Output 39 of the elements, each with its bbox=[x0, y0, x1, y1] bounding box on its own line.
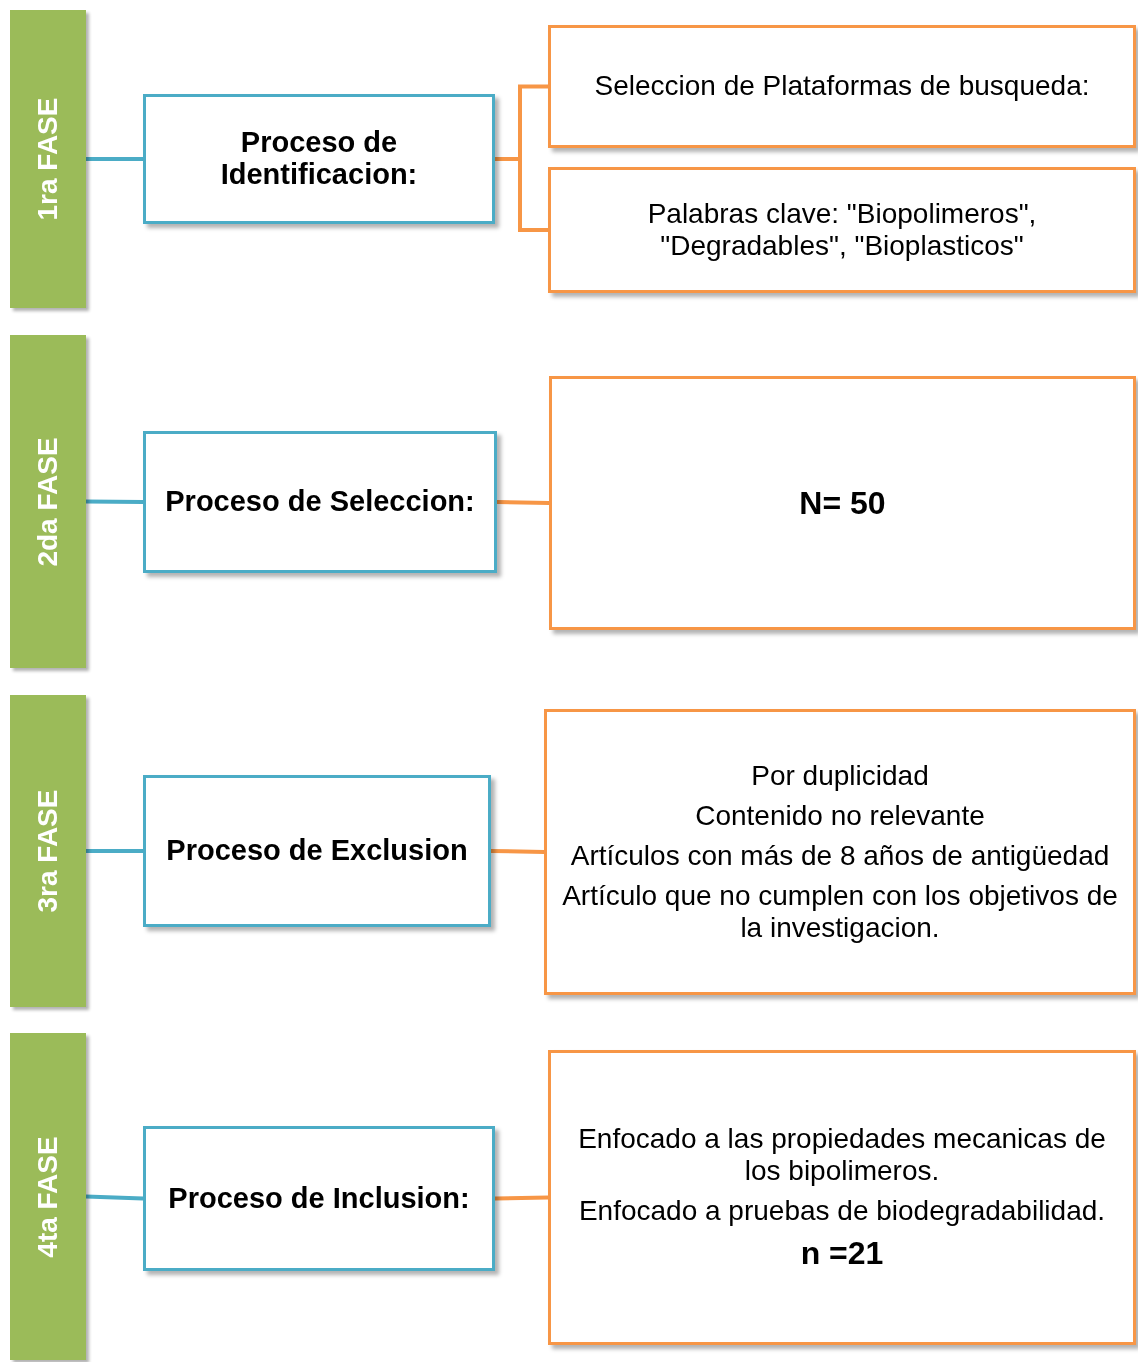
phase-label: 3ra FASE bbox=[32, 789, 64, 913]
phase-band bbox=[10, 1033, 86, 1360]
process-title: Proceso de Seleccion: bbox=[165, 486, 475, 518]
phase-label: 4ta FASE bbox=[32, 1135, 64, 1258]
result-text: Por duplicidad bbox=[751, 759, 929, 792]
phase-label: 1ra FASE bbox=[32, 97, 64, 221]
process-title: Proceso de Exclusion bbox=[166, 835, 468, 867]
connector-line bbox=[85, 499, 143, 504]
process-box bbox=[143, 94, 495, 224]
result-box bbox=[548, 167, 1136, 293]
phase-band bbox=[10, 335, 86, 668]
process-box bbox=[143, 775, 491, 927]
connector-line bbox=[494, 1195, 549, 1201]
process-title: Proceso de Inclusion: bbox=[168, 1182, 470, 1215]
result-text: Enfocado a pruebas de biodegradabilidad. bbox=[578, 1195, 1106, 1228]
connector-line bbox=[86, 849, 143, 853]
result-box bbox=[544, 709, 1136, 995]
result-text: N= 50 bbox=[799, 484, 886, 522]
result-text: Artículos con más de 8 años de antigüedad bbox=[570, 839, 1110, 873]
result-text: Palabras clave: "Biopolimeros", "Degradables", "Bioplasticos" bbox=[646, 197, 1038, 263]
process-title: Proceso de Identificacion: bbox=[219, 127, 419, 191]
connector-line bbox=[490, 849, 545, 854]
phase-band bbox=[10, 10, 86, 308]
process-box bbox=[143, 1126, 495, 1271]
result-box bbox=[549, 376, 1136, 630]
result-text: Seleccion de Plataformas de busqueda: bbox=[594, 70, 1090, 103]
connector-line bbox=[495, 157, 548, 232]
result-text: n =21 bbox=[800, 1235, 884, 1273]
result-text: Contenido no relevante bbox=[695, 799, 985, 832]
connector-line bbox=[85, 1194, 144, 1201]
phase-label: 2da FASE bbox=[32, 436, 64, 567]
result-box bbox=[548, 1050, 1136, 1345]
result-text: Artículo que no cumplen con los objetivos de la investigacion. bbox=[561, 880, 1119, 945]
phase-band bbox=[10, 695, 86, 1007]
result-box bbox=[548, 25, 1136, 148]
result-text: Enfocado a las propiedades mecanicas de los bipolimeros. bbox=[577, 1122, 1107, 1188]
connector-line bbox=[86, 157, 143, 161]
connector-line bbox=[496, 500, 550, 505]
process-box bbox=[143, 431, 497, 573]
